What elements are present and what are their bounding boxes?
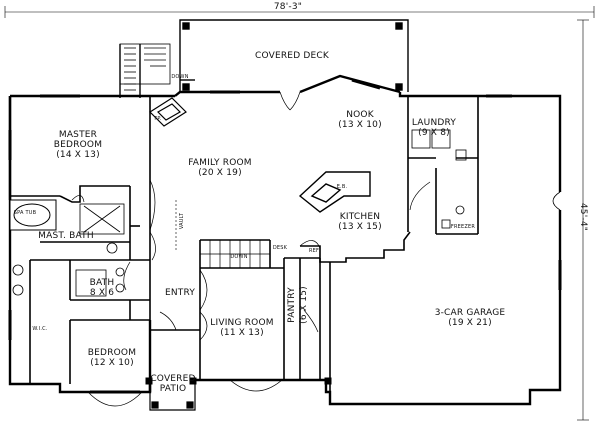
interior-stairs (200, 240, 270, 268)
spa-tub (9, 199, 57, 231)
living-room-label: LIVING ROOM (210, 318, 274, 328)
dimension-width-line (4, 6, 595, 18)
width-dimension-label: 78'-3" (273, 2, 303, 12)
covered-deck-outline (179, 19, 409, 92)
nook-label: NOOK (346, 110, 374, 120)
nook-size: (13 X 10) (338, 120, 382, 130)
depth-dimension-label: 45'-4" (578, 202, 588, 232)
deck-stairs (119, 43, 171, 98)
covered-patio-label-line2: PATIO (159, 384, 187, 394)
master-bedroom-label-line1: MASTER (58, 130, 98, 140)
dimension-depth-line (577, 19, 589, 421)
kitchen-label: KITCHEN (339, 212, 381, 222)
pantry-label: PANTRY (287, 287, 297, 323)
covered-patio-label-line1: COVERED (150, 374, 196, 384)
garage-corner-posts (145, 377, 332, 385)
kitchen-size: (13 X 15) (338, 222, 382, 232)
fireplace (149, 97, 187, 127)
bath-label: BATH (89, 278, 115, 288)
freezer-label: FREEZER (450, 224, 476, 230)
entry-label: ENTRY (164, 288, 196, 298)
bedroom-label: BEDROOM (87, 348, 137, 358)
stairs-down-label: DOWN (230, 254, 248, 260)
kitchen-island (298, 171, 371, 213)
bath-fixtures (12, 203, 125, 297)
walk-in-closet-label: W.I.C. (32, 326, 48, 332)
bath-size: 8 X 6 (89, 288, 115, 298)
pantry-size: (6 X 15) (299, 286, 309, 324)
mast-bath-label: MAST. BATH (38, 231, 94, 241)
eating-bar-label: E.B. (336, 184, 348, 190)
laundry-size: (9 X 8) (418, 128, 450, 138)
laundry-fixtures (411, 129, 467, 229)
desk-label: DESK (272, 245, 288, 251)
door-swings (71, 91, 431, 407)
window-marks (8, 78, 562, 394)
ref-label: REF (308, 248, 320, 254)
garage-label: 3-CAR GARAGE (434, 308, 506, 318)
exterior-walls (8, 74, 562, 406)
family-room-label: FAMILY ROOM (188, 158, 252, 168)
down-label: DOWN (171, 74, 189, 80)
vault-label: VAULT (179, 212, 185, 230)
covered-deck-label: COVERED DECK (255, 51, 329, 61)
spa-tub-label: SPA TUB (13, 210, 37, 216)
fireplace-label: FP. (154, 116, 162, 122)
garage-size: (19 X 21) (448, 318, 492, 328)
family-room-size: (20 X 19) (198, 168, 242, 178)
interior-walls (10, 96, 479, 404)
bedroom-size: (12 X 10) (90, 358, 134, 368)
living-room-size: (11 X 13) (220, 328, 264, 338)
garage-side-door (552, 191, 561, 211)
covered-patio-outline (149, 380, 196, 411)
master-bedroom-size: (14 X 13) (56, 150, 100, 160)
laundry-label: LAUNDRY (411, 118, 457, 128)
master-bedroom-label-line2: BEDROOM (53, 140, 103, 150)
